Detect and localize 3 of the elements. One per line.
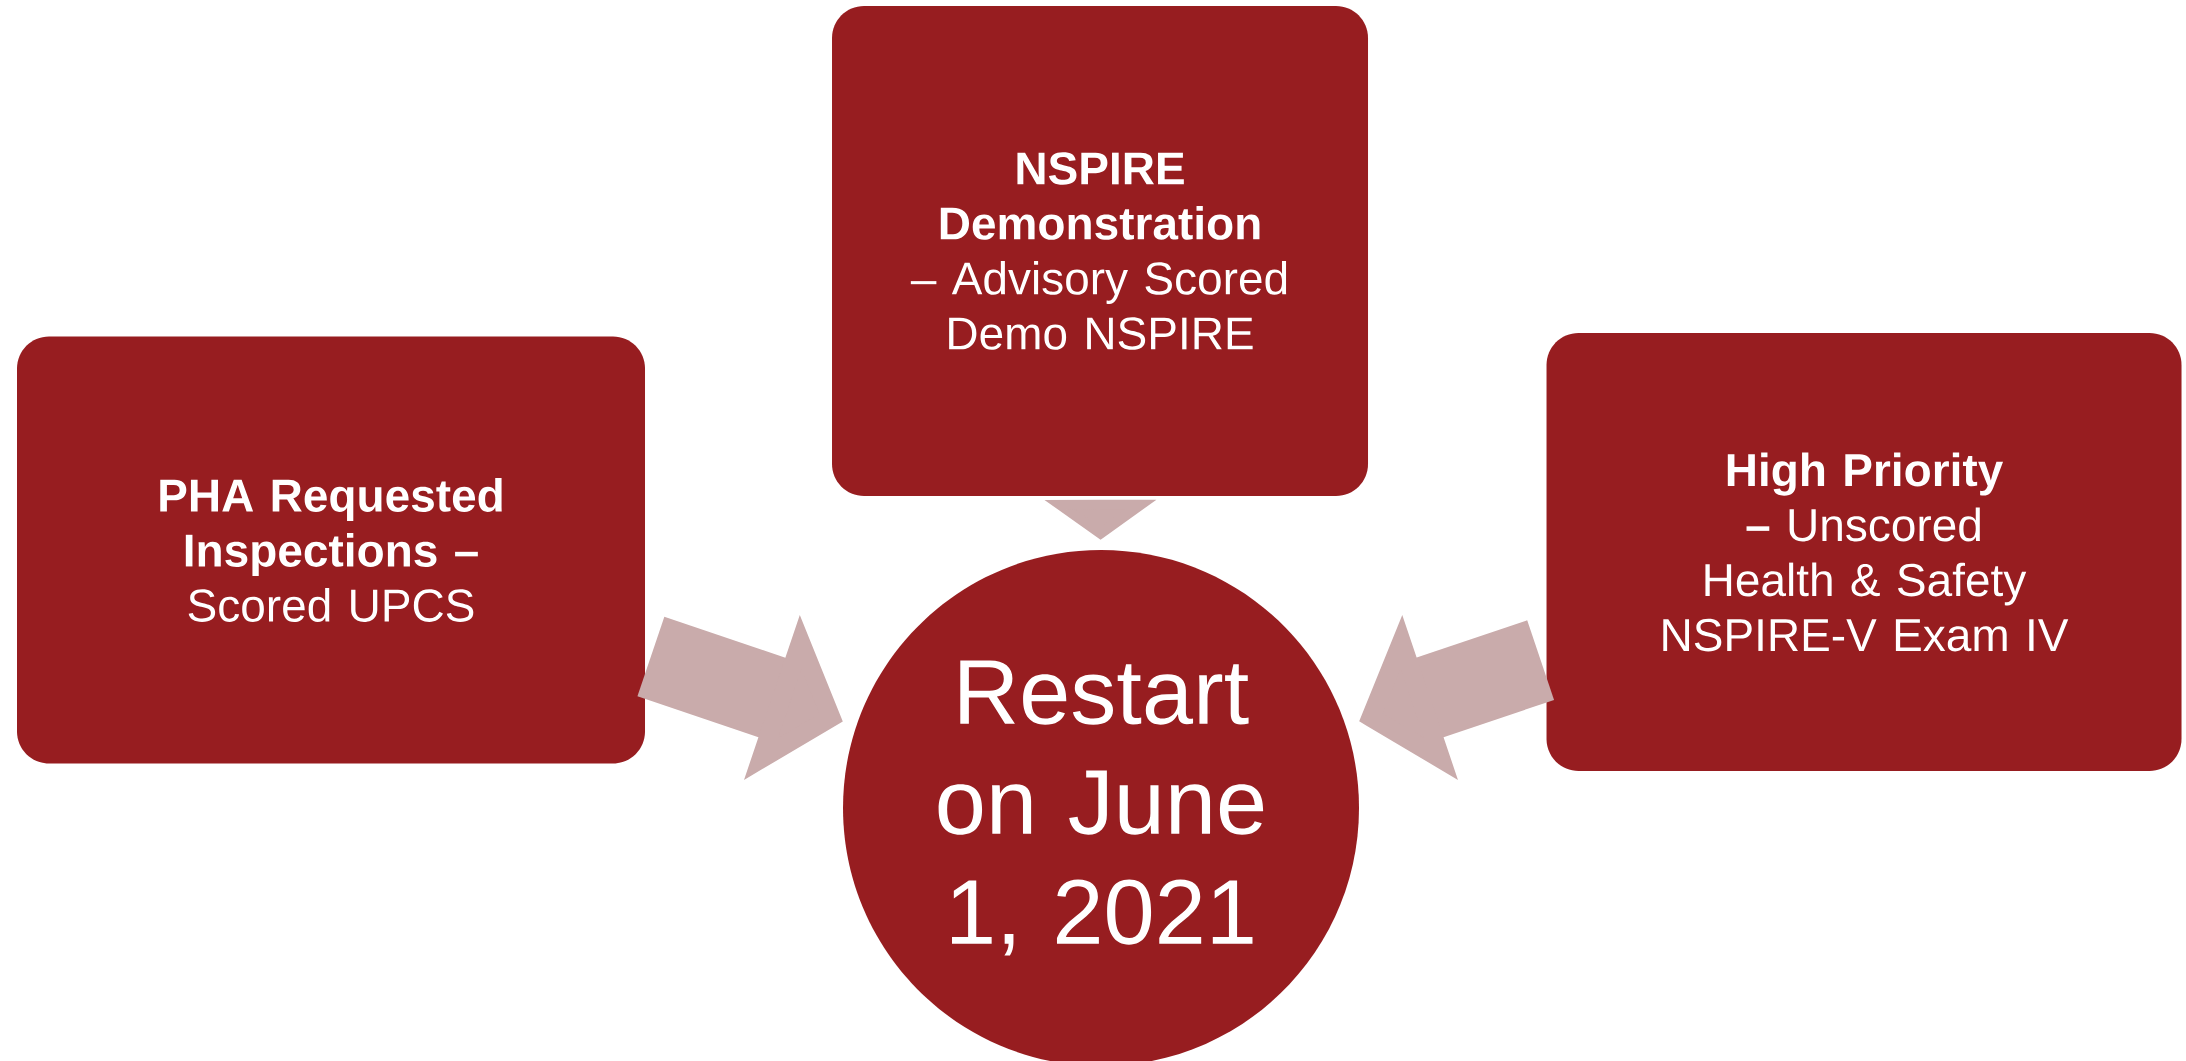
rounded-box: High Priority – Unscored Health & Safety NSPIRE-V Exam IV <box>1546 333 2182 771</box>
rounded-box: PHA Requested Inspections – Scored UPCS <box>17 336 645 764</box>
rounded-box: NSPIRE Demonstration – Advisory Scored Demo NSPIRE <box>832 6 1368 496</box>
